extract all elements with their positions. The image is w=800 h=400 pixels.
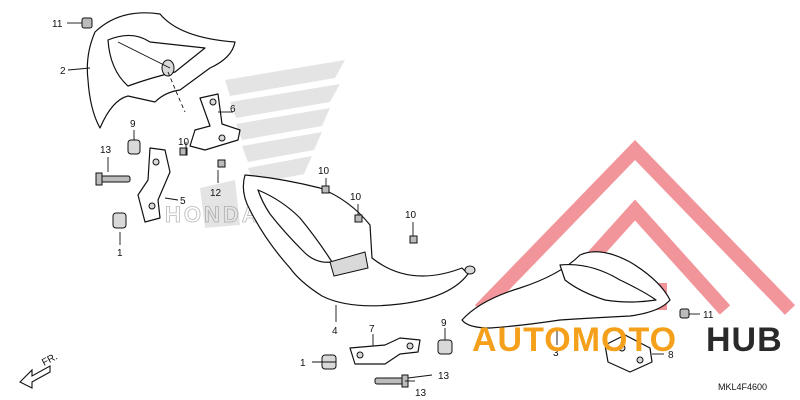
callout-1-bottom: 1: [300, 358, 306, 369]
automotohub-watermark: AUTOMOTO HUB: [472, 321, 783, 359]
callout-9-bottom: 9: [441, 318, 447, 329]
part-5-bracket: [137, 147, 171, 223]
diagram-code: MKL4F4600: [718, 382, 767, 392]
bolt-13-left: [95, 172, 131, 186]
grommet-1-left: [112, 212, 127, 229]
leader-lines: [67, 22, 700, 382]
callout-7: 7: [369, 324, 375, 335]
callout-9-left: 9: [130, 119, 136, 130]
callout-8: 8: [668, 350, 674, 361]
callout-11-top: 11: [52, 19, 63, 30]
callout-12: 12: [210, 188, 222, 199]
part-6-bracket: [189, 93, 241, 151]
callout-13-left: 13: [100, 145, 112, 156]
part-2-upper-cowl: [86, 12, 236, 129]
callout-13-bottom-b: 13: [415, 388, 427, 399]
callout-labels: 11 2 6 9 10 13 12 5 1 10 10 10 4 7 9 1 1…: [52, 19, 714, 399]
front-arrow-icon: [19, 365, 51, 389]
bolt-11-right: [679, 308, 690, 319]
callout-10-upper: 10: [178, 137, 190, 148]
callout-6: 6: [230, 104, 236, 115]
callout-5: 5: [180, 196, 186, 207]
front-label: FR.: [40, 351, 59, 368]
callout-11-right: 11: [703, 310, 714, 321]
brand-text-hub: HUB: [706, 321, 783, 359]
brand-text-automoto: AUTOMOTO: [472, 321, 677, 359]
callout-13-bottom-a: 13: [438, 371, 450, 382]
bolt-13-bottom: [374, 374, 409, 388]
callout-10-b: 10: [350, 192, 362, 203]
part-7-bracket: [349, 337, 421, 365]
bolt-10-set: [179, 147, 418, 244]
callout-10-a: 10: [318, 166, 330, 177]
callout-10-c: 10: [405, 210, 417, 221]
callout-2: 2: [60, 66, 66, 77]
callout-1-left: 1: [117, 248, 123, 259]
bolt-11-top: [81, 17, 93, 29]
honda-wing-watermark-icon: [200, 60, 345, 228]
grommet-9-bottom: [437, 339, 453, 355]
front-direction-indicator: FR.: [19, 351, 60, 389]
callout-4: 4: [332, 326, 338, 337]
part-8-bracket: [604, 334, 653, 373]
part-4-middle-cowl: [242, 174, 476, 307]
callout-3: 3: [553, 348, 559, 359]
part-3-lower-cowl: [461, 251, 671, 329]
grommet-9-left: [127, 139, 141, 155]
honda-logo-text: HONDA: [165, 202, 261, 227]
